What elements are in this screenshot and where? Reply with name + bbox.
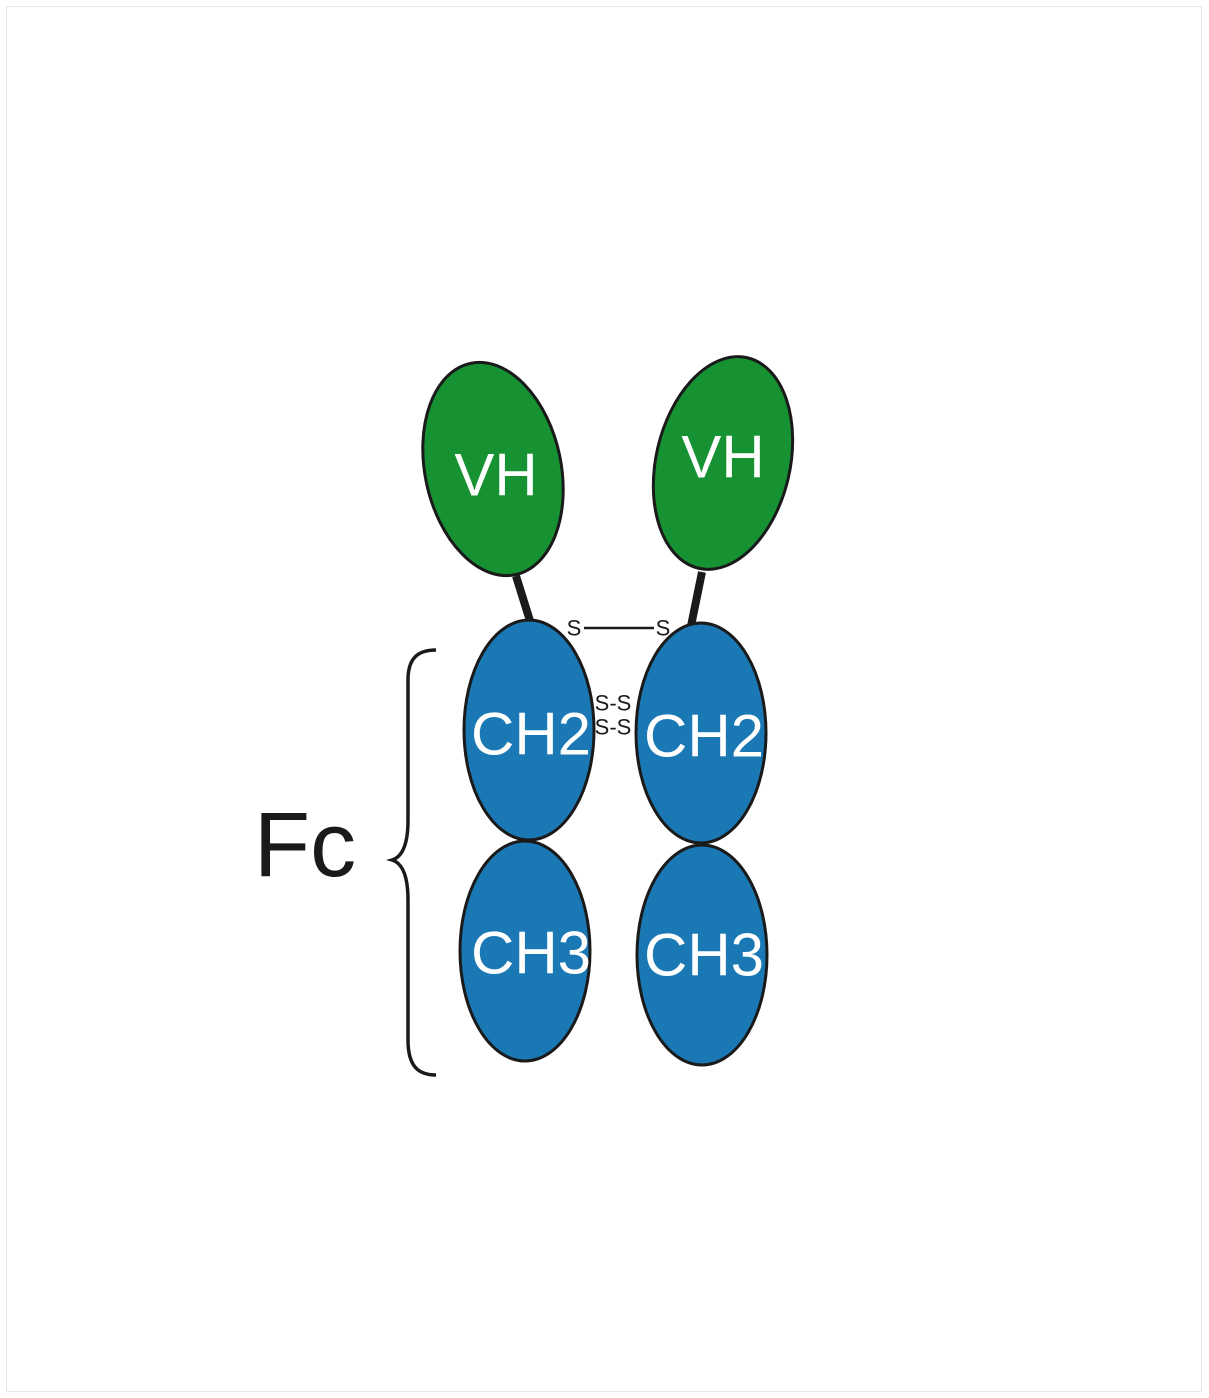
right-vh-label: VH <box>681 424 764 491</box>
ch2-disulfide-bond-2: S-S <box>595 715 632 740</box>
right-vh-ellipse <box>651 355 795 571</box>
right-ch3-domain: CH3 <box>635 843 769 1067</box>
left-ch2-ellipse <box>462 618 596 842</box>
ch2-disulfide-bond-1: S-S <box>595 691 632 716</box>
left-ch3-label: CH3 <box>471 920 591 987</box>
fc-curly-brace <box>385 648 437 1077</box>
left-ch2-domain: CH2 <box>462 618 596 842</box>
hinge-sulfur-right: S <box>656 616 671 641</box>
left-ch3-domain: CH3 <box>458 839 592 1063</box>
right-ch3-label: CH3 <box>644 922 764 989</box>
right-ch2-label: CH2 <box>644 703 764 770</box>
fc-region-label: Fc <box>254 794 356 896</box>
left-vh-ellipse <box>421 360 565 578</box>
right-vh-domain: VH <box>651 355 795 571</box>
page-frame <box>6 6 1202 1392</box>
right-hinge-linker <box>687 571 706 627</box>
right-ch3-ellipse <box>635 843 769 1067</box>
left-vh-domain: VH <box>421 360 565 578</box>
left-hinge-linker <box>512 574 535 626</box>
left-vh-label: VH <box>454 442 537 509</box>
right-ch2-ellipse <box>634 621 768 845</box>
left-ch2-label: CH2 <box>471 701 591 768</box>
hinge-sulfur-left: S <box>567 616 582 641</box>
right-ch2-domain: CH2 <box>634 621 768 845</box>
